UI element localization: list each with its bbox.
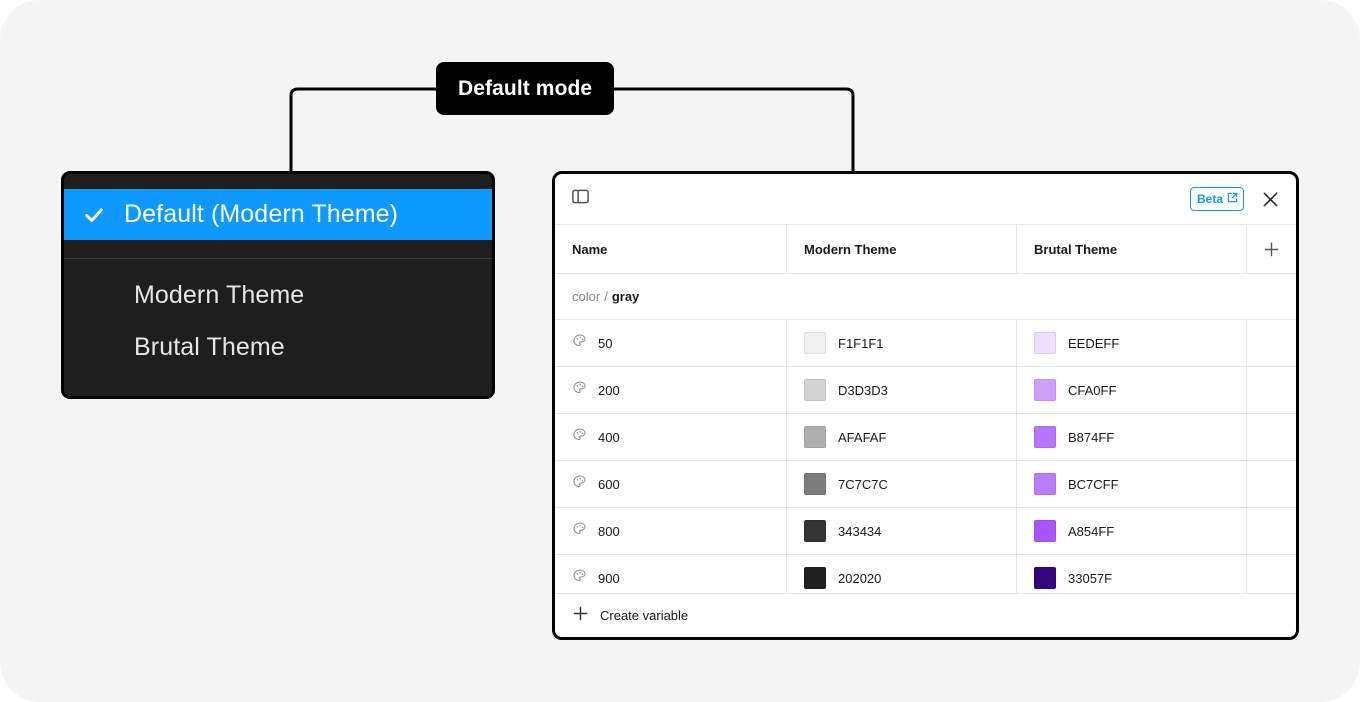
table-row[interactable]: 400 AFAFAF B874FF [555, 414, 1296, 461]
color-swatch [804, 379, 826, 401]
variables-panel: Beta Name Modern Theme [552, 171, 1299, 640]
cell-modern-theme-value[interactable]: 343434 [787, 508, 1017, 554]
group-separator: / [604, 289, 608, 304]
group-name: gray [611, 289, 640, 304]
cell-variable-name[interactable]: 50 [555, 320, 787, 366]
cell-variable-name[interactable]: 900 [555, 555, 787, 593]
close-icon[interactable] [1258, 187, 1282, 211]
dropdown-options-list: Modern Theme Brutal Theme [64, 269, 492, 373]
cell-modern-theme-value[interactable]: 202020 [787, 555, 1017, 593]
hex-value-label: AFAFAF [838, 429, 887, 445]
column-header-modern-theme[interactable]: Modern Theme [787, 225, 1017, 273]
cell-variable-name[interactable]: 600 [555, 461, 787, 507]
cell-empty [1247, 508, 1296, 554]
hex-value-label: 7C7C7C [838, 476, 888, 492]
cell-brutal-theme-value[interactable]: CFA0FF [1017, 367, 1247, 413]
cell-empty [1247, 320, 1296, 366]
beta-badge[interactable]: Beta [1189, 187, 1244, 211]
plus-icon [572, 605, 589, 627]
dropdown-divider [64, 258, 492, 259]
cell-brutal-theme-value[interactable]: A854FF [1017, 508, 1247, 554]
hex-value-label: EEDEFF [1068, 335, 1120, 351]
color-swatch [804, 426, 826, 448]
callout-default-mode: Default mode [436, 62, 615, 115]
table-header-row: Name Modern Theme Brutal Theme [555, 224, 1296, 274]
color-swatch [1034, 332, 1056, 354]
create-variable-label: Create variable [600, 608, 689, 623]
cell-empty [1247, 367, 1296, 413]
hex-value-label: 33057F [1068, 570, 1113, 586]
cell-modern-theme-value[interactable]: 7C7C7C [787, 461, 1017, 507]
variable-name-label: 800 [598, 523, 620, 539]
variables-table: Name Modern Theme Brutal Theme color / g… [555, 224, 1296, 593]
hex-value-label: F1F1F1 [838, 335, 884, 351]
table-row[interactable]: 600 7C7C7C BC7CFF [555, 461, 1296, 508]
hex-value-label: 343434 [838, 523, 882, 539]
table-row[interactable]: 800 343434 A854FF [555, 508, 1296, 555]
cell-brutal-theme-value[interactable]: 33057F [1017, 555, 1247, 593]
color-swatch [1034, 567, 1056, 589]
column-header-brutal-theme[interactable]: Brutal Theme [1017, 225, 1247, 273]
check-icon [64, 204, 124, 226]
palette-icon [572, 380, 588, 401]
cell-modern-theme-value[interactable]: D3D3D3 [787, 367, 1017, 413]
variable-name-label: 200 [598, 382, 620, 398]
dropdown-item-default-modern-theme[interactable]: Default (Modern Theme) [64, 189, 492, 240]
column-header-name[interactable]: Name [555, 225, 787, 273]
cell-variable-name[interactable]: 800 [555, 508, 787, 554]
variable-name-label: 50 [598, 335, 613, 351]
palette-icon [572, 427, 588, 448]
palette-icon [572, 568, 588, 589]
hex-value-label: 202020 [838, 570, 882, 586]
table-body: 50 F1F1F1 EEDEFF 200 D3D3D3 CFA0FF 400 AFAFAF B8… [555, 320, 1296, 593]
theme-mode-dropdown[interactable]: Default (Modern Theme) Modern Theme Brut… [61, 171, 495, 399]
cell-variable-name[interactable]: 400 [555, 414, 787, 460]
palette-icon [572, 474, 588, 495]
dropdown-selected-label: Default (Modern Theme) [124, 200, 399, 228]
color-swatch [1034, 520, 1056, 542]
hex-value-label: D3D3D3 [838, 382, 888, 398]
color-swatch [1034, 426, 1056, 448]
callout-label: Default mode [458, 76, 593, 100]
hex-value-label: CFA0FF [1068, 382, 1117, 398]
color-swatch [1034, 473, 1056, 495]
cell-modern-theme-value[interactable]: F1F1F1 [787, 320, 1017, 366]
cell-empty [1247, 461, 1296, 507]
group-prefix: color [572, 289, 601, 304]
cell-empty [1247, 414, 1296, 460]
add-column-button[interactable] [1247, 225, 1296, 273]
beta-label: Beta [1196, 192, 1223, 206]
cell-variable-name[interactable]: 200 [555, 367, 787, 413]
hex-value-label: BC7CFF [1068, 476, 1119, 492]
color-swatch [804, 567, 826, 589]
table-row[interactable]: 900 202020 33057F [555, 555, 1296, 593]
table-row[interactable]: 200 D3D3D3 CFA0FF [555, 367, 1296, 414]
palette-icon [572, 521, 588, 542]
panel-layout-icon[interactable] [571, 187, 590, 211]
color-swatch [804, 520, 826, 542]
hex-value-label: A854FF [1068, 523, 1115, 539]
palette-icon [572, 333, 588, 354]
variable-name-label: 600 [598, 476, 620, 492]
cell-brutal-theme-value[interactable]: EEDEFF [1017, 320, 1247, 366]
dropdown-item-brutal-theme[interactable]: Brutal Theme [64, 321, 492, 373]
dropdown-item-label: Brutal Theme [134, 332, 285, 361]
dropdown-item-label: Modern Theme [134, 280, 305, 309]
variable-name-label: 400 [598, 429, 620, 445]
cell-empty [1247, 555, 1296, 593]
color-swatch [804, 332, 826, 354]
color-swatch [1034, 379, 1056, 401]
external-link-icon [1227, 190, 1238, 208]
group-header-color-gray[interactable]: color / gray [555, 274, 1296, 320]
variable-name-label: 900 [598, 570, 620, 586]
color-swatch [804, 473, 826, 495]
hex-value-label: B874FF [1068, 429, 1115, 445]
table-row[interactable]: 50 F1F1F1 EEDEFF [555, 320, 1296, 367]
panel-topbar: Beta [555, 174, 1296, 224]
create-variable-button[interactable]: Create variable [555, 593, 1296, 637]
cell-brutal-theme-value[interactable]: B874FF [1017, 414, 1247, 460]
cell-brutal-theme-value[interactable]: BC7CFF [1017, 461, 1247, 507]
dropdown-item-modern-theme[interactable]: Modern Theme [64, 269, 492, 321]
cell-modern-theme-value[interactable]: AFAFAF [787, 414, 1017, 460]
